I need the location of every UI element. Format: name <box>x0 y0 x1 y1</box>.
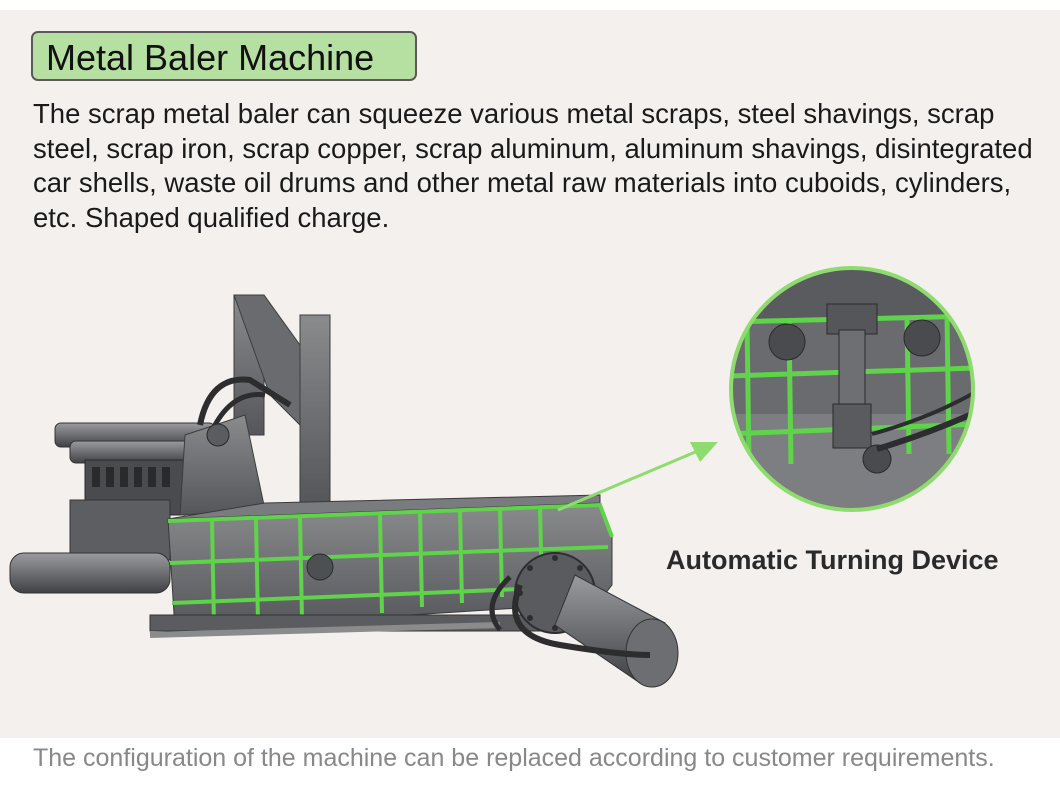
inset-caption: Automatic Turning Device <box>666 545 999 575</box>
title-badge: Metal Baler Machine <box>31 31 421 85</box>
product-description: The scrap metal baler can squeeze variou… <box>33 98 1033 233</box>
baler-machine-image <box>9 294 679 688</box>
turning-device-detail-image <box>729 266 975 512</box>
callout-arrow-icon <box>557 442 718 512</box>
footer-note: The configuration of the machine can be … <box>33 744 995 772</box>
page-title: Metal Baler Machine <box>46 37 375 78</box>
